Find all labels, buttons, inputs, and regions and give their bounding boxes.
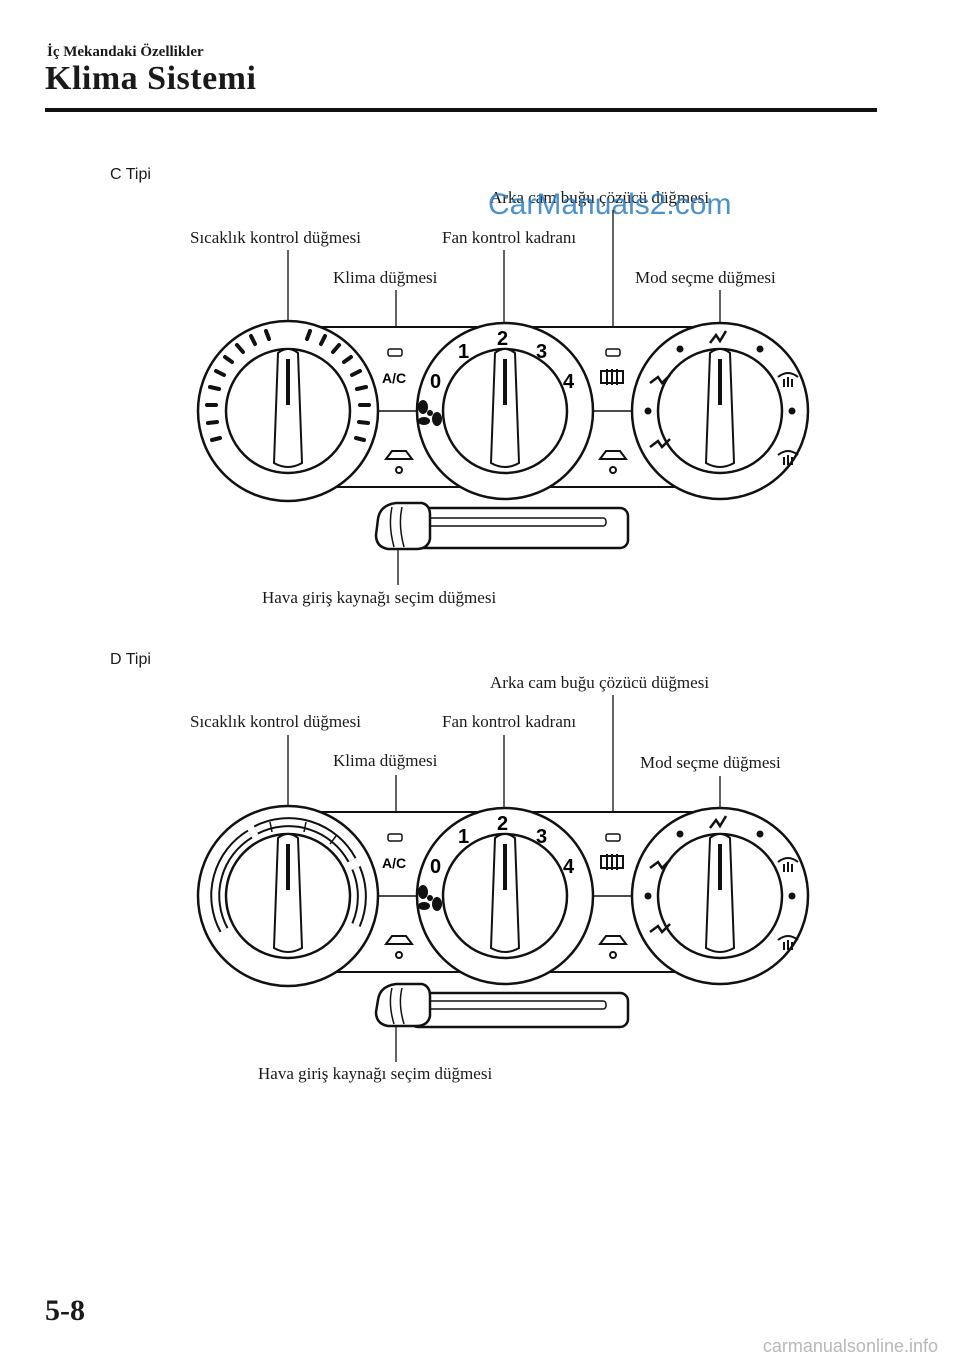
diagram-c-type-label: C Tipi [110, 166, 151, 183]
svg-text:2: 2 [497, 813, 508, 835]
recirculation-icon-right-d [598, 935, 628, 959]
diagram-c-control-panel: A/C 0 1 2 3 4 [190, 315, 830, 625]
callout-fan-d: Fan kontrol kadranı [442, 712, 577, 731]
callout-rear-defrost-d: Arka cam buğu çözücü düğmesi [490, 673, 710, 692]
mode-selector-knob[interactable] [630, 321, 810, 501]
recirculation-icon-right [598, 450, 628, 474]
temperature-knob-d[interactable] [196, 804, 380, 988]
footer-site: carmanualsonline.info [762, 1336, 938, 1356]
rear-defrost-indicator-d [605, 833, 621, 842]
section-label: İç Mekandaki Özellikler [47, 44, 204, 60]
svg-text:1: 1 [458, 341, 469, 363]
ac-indicator [387, 348, 403, 357]
page-number: 5-8 [45, 1294, 85, 1327]
callout-ac: Klima düğmesi [333, 268, 438, 287]
callout-rear-defrost: Arka cam buğu çözücü düğmesi [490, 188, 710, 207]
ac-label-d[interactable]: A/C [382, 855, 406, 871]
svg-text:0: 0 [430, 371, 441, 393]
diagram-d-control-panel: A/C 0 1 2 3 4 [190, 800, 830, 1110]
callout-ac-d: Klima düğmesi [333, 751, 438, 770]
svg-text:0: 0 [430, 856, 441, 878]
ac-indicator-d [387, 833, 403, 842]
mode-defrost-icon-d [777, 857, 799, 950]
rear-defrost-indicator [605, 348, 621, 357]
recirculation-icon-left [384, 450, 414, 474]
air-intake-lever[interactable] [374, 501, 630, 551]
fan-control-knob-d[interactable]: 0 1 2 3 4 [415, 806, 595, 986]
svg-text:2: 2 [497, 328, 508, 350]
svg-text:1: 1 [458, 826, 469, 848]
fan-icon [418, 400, 442, 426]
mode-defrost-icon [777, 372, 799, 465]
title-rule [45, 108, 877, 112]
svg-text:4: 4 [563, 371, 575, 393]
callout-fan: Fan kontrol kadranı [442, 228, 577, 247]
page-title: Klima Sistemi [45, 60, 257, 97]
mode-selector-knob-d[interactable] [630, 806, 810, 986]
rear-defrost-button[interactable] [600, 369, 624, 385]
air-intake-lever-d[interactable] [374, 982, 630, 1029]
fan-control-knob[interactable]: 0 1 2 3 4 [415, 321, 595, 501]
callout-mode: Mod seçme düğmesi [635, 268, 776, 287]
svg-text:3: 3 [536, 341, 547, 363]
callout-temperature: Sıcaklık kontrol düğmesi [190, 228, 361, 247]
svg-text:3: 3 [536, 826, 547, 848]
mode-face-icon [649, 330, 728, 449]
diagram-d-type-label: D Tipi [110, 651, 151, 668]
recirculation-icon-left-d [384, 935, 414, 959]
callout-mode-d: Mod seçme düğmesi [640, 753, 781, 772]
callout-air-intake-d: Hava giriş kaynağı seçim düğmesi [258, 1064, 493, 1083]
svg-text:4: 4 [563, 856, 575, 878]
temperature-knob[interactable] [196, 319, 380, 503]
ac-label[interactable]: A/C [382, 370, 406, 386]
fan-icon-d [418, 885, 442, 911]
watermark: CarManuals2.com [488, 188, 732, 221]
callout-temperature-d: Sıcaklık kontrol düğmesi [190, 712, 361, 731]
rear-defrost-button-d[interactable] [600, 854, 624, 870]
callout-air-intake: Hava giriş kaynağı seçim düğmesi [262, 588, 497, 607]
mode-face-icon-d [649, 815, 728, 934]
